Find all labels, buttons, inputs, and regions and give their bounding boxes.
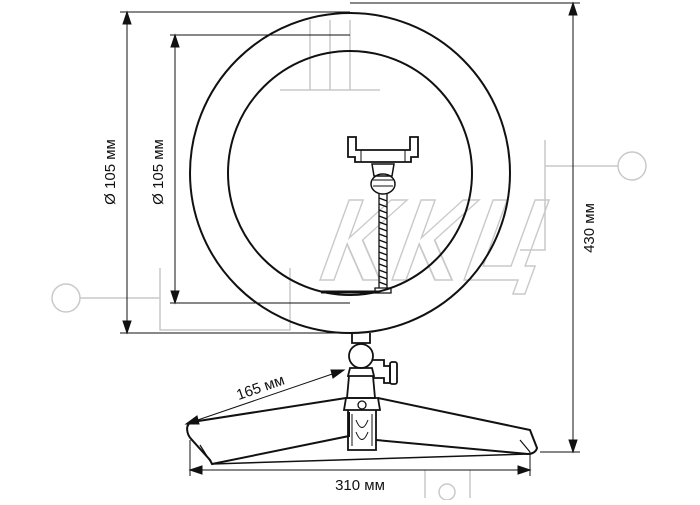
inner-ring: [227, 50, 473, 296]
dimension-lines: [120, 1, 580, 476]
inner-diameter-label: Ø 105 мм: [150, 139, 167, 205]
phone-clamp: [347, 136, 419, 163]
base-width-label: 310 мм: [335, 477, 385, 494]
total-height-label: 430 мм: [581, 203, 598, 253]
gooseneck: [374, 194, 392, 294]
ring-mount: [346, 333, 398, 399]
tripod-legs: [186, 397, 539, 466]
outer-diameter-label: Ø 105 мм: [102, 139, 119, 205]
ball-head: [370, 163, 396, 195]
